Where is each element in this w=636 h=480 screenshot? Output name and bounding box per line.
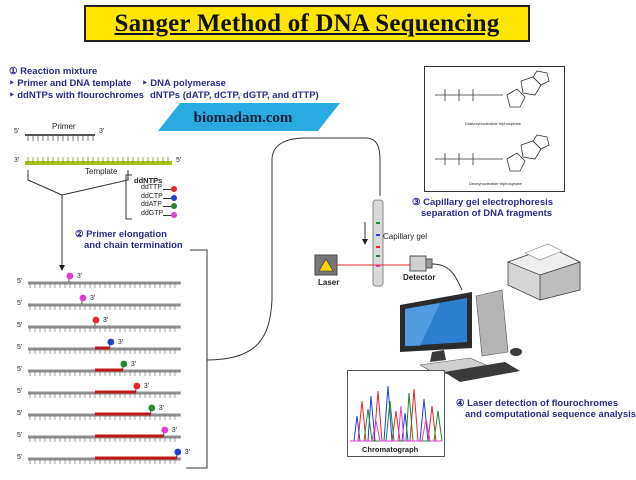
ddntp-label-3: ddGTP (141, 209, 164, 217)
template-3prime: 3' (14, 157, 20, 164)
fragment-1-3prime: 3' (89, 295, 96, 302)
step1-item-dntps: dNTPs (dATP, dCTP, dGTP, and dTTP) (150, 90, 319, 101)
fragment-1-terminator (79, 294, 87, 302)
ddntp-stem-0 (163, 189, 171, 190)
fragment-7-terminator (161, 426, 169, 434)
ddntp-label-0: ddTTP (141, 184, 163, 191)
step1-item-polymerase: ‣ DNA polymerase (142, 78, 226, 89)
chromatograph-label: Chromatograph (362, 445, 419, 454)
nucleotide-structures: Dideoxynucleotide triphosphate Deoxynucl… (424, 66, 565, 192)
fragment-4-5prime: 5' (17, 366, 23, 373)
fragment-1 (28, 294, 181, 310)
fragment-4-3prime: 3' (130, 361, 137, 368)
printer (506, 243, 582, 301)
step1-item-ddntps: ‣ ddNTPs with flourochromes (9, 90, 144, 101)
laser-device (314, 254, 410, 276)
capillary-gel-label: Capillary gel (383, 232, 428, 241)
capillary-tube (362, 199, 384, 287)
ddntp-dot-1 (171, 194, 177, 201)
primer-label: Primer (52, 122, 76, 131)
template-5prime: 5' (176, 157, 182, 164)
mol1-caption: Dideoxynucleotide triphosphate (465, 121, 521, 126)
fragment-5-3prime: 3' (143, 383, 150, 390)
detector-device (409, 255, 463, 291)
primer-3prime: 3' (99, 128, 105, 135)
title-banner: Sanger Method of DNA Sequencing (84, 5, 530, 42)
ddntp-label-1: ddCTP (141, 192, 163, 200)
chromatograph-panel: Chromatograph (347, 370, 445, 457)
fragment-5-5prime: 5' (17, 388, 23, 395)
primer-strand (25, 134, 95, 141)
fragment-7-5prime: 5' (17, 432, 23, 439)
fragment-2-terminator (92, 316, 100, 324)
ddntp-dot-0 (171, 186, 177, 192)
ddntp-stem-2 (163, 206, 171, 207)
step3-line2: separation of DNA fragments (421, 208, 553, 219)
step2-line2: and chain termination (84, 240, 183, 251)
fragment-6 (28, 404, 181, 420)
mol2-caption: Deoxynucleotide triphosphate (469, 181, 522, 186)
loading-line (206, 137, 381, 361)
website-banner (158, 103, 340, 131)
page-title: Sanger Method of DNA Sequencing (114, 9, 500, 37)
fragment-8-terminator (174, 448, 182, 456)
fragment-0-3prime: 3' (76, 273, 83, 280)
molecule-drawings (435, 70, 550, 172)
fragment-ladder (28, 272, 182, 464)
fragment-6-3prime: 3' (158, 405, 164, 412)
ddntp-stem-3 (163, 214, 171, 216)
fragment-2-3prime: 3' (102, 317, 109, 324)
chromatogram-traces (350, 385, 443, 442)
fragment-4-terminator (120, 360, 128, 368)
fragment-5-terminator (133, 382, 141, 390)
step4-line2: and computational sequence analysis (465, 409, 636, 420)
step4-line1: ④ Laser detection of flourochromes (456, 398, 619, 409)
fragment-2-5prime: 5' (17, 322, 23, 329)
ddntp-stem-1 (163, 197, 171, 199)
fragment-8-3prime: 3' (184, 449, 191, 456)
detector-label: Detector (403, 273, 436, 282)
step1-heading: ① Reaction mixture (9, 66, 98, 77)
ddntp-dot-3 (171, 211, 177, 218)
ddntp-bracket (125, 174, 132, 220)
computer (400, 289, 522, 382)
fragment-0 (28, 272, 181, 288)
primer-5prime: 5' (14, 128, 20, 135)
fragments-bracket (186, 249, 208, 469)
fragment-8 (28, 448, 182, 464)
fragment-0-5prime: 5' (17, 278, 23, 285)
fragment-4 (28, 360, 181, 376)
fragment-6-terminator (148, 404, 156, 412)
fragment-0-terminator (66, 272, 74, 280)
step2-line1: ② Primer elongation (75, 229, 167, 240)
template-label: Template (85, 167, 118, 176)
ddntp-dot-2 (171, 203, 177, 209)
reaction-arrow (27, 170, 65, 271)
fragment-3 (28, 338, 181, 354)
fragment-7-3prime: 3' (171, 427, 177, 434)
template-strand (25, 157, 172, 165)
fragment-2 (28, 316, 181, 332)
fragment-3-3prime: 3' (117, 339, 124, 346)
fragment-7 (28, 426, 181, 442)
fragment-3-terminator (107, 338, 115, 346)
fragment-3-5prime: 5' (17, 344, 23, 351)
step1-item-primer: ‣ Primer and DNA template (9, 78, 132, 89)
ddntps-heading: ddNTPs (134, 176, 163, 185)
website-banner-text: biomadam.com (193, 110, 293, 126)
step3-line1: ③ Capillary gel electrophoresis (412, 197, 554, 208)
fragment-6-5prime: 5' (17, 410, 23, 417)
ddntp-label-2: ddATP (141, 201, 162, 208)
ddntp-connector (61, 170, 129, 196)
sequencing-diagram (25, 103, 582, 469)
laser-label: Laser (318, 278, 340, 287)
fragment-5 (28, 382, 181, 398)
fragment-1-5prime: 5' (17, 300, 23, 307)
fragment-8-5prime: 5' (17, 454, 23, 461)
